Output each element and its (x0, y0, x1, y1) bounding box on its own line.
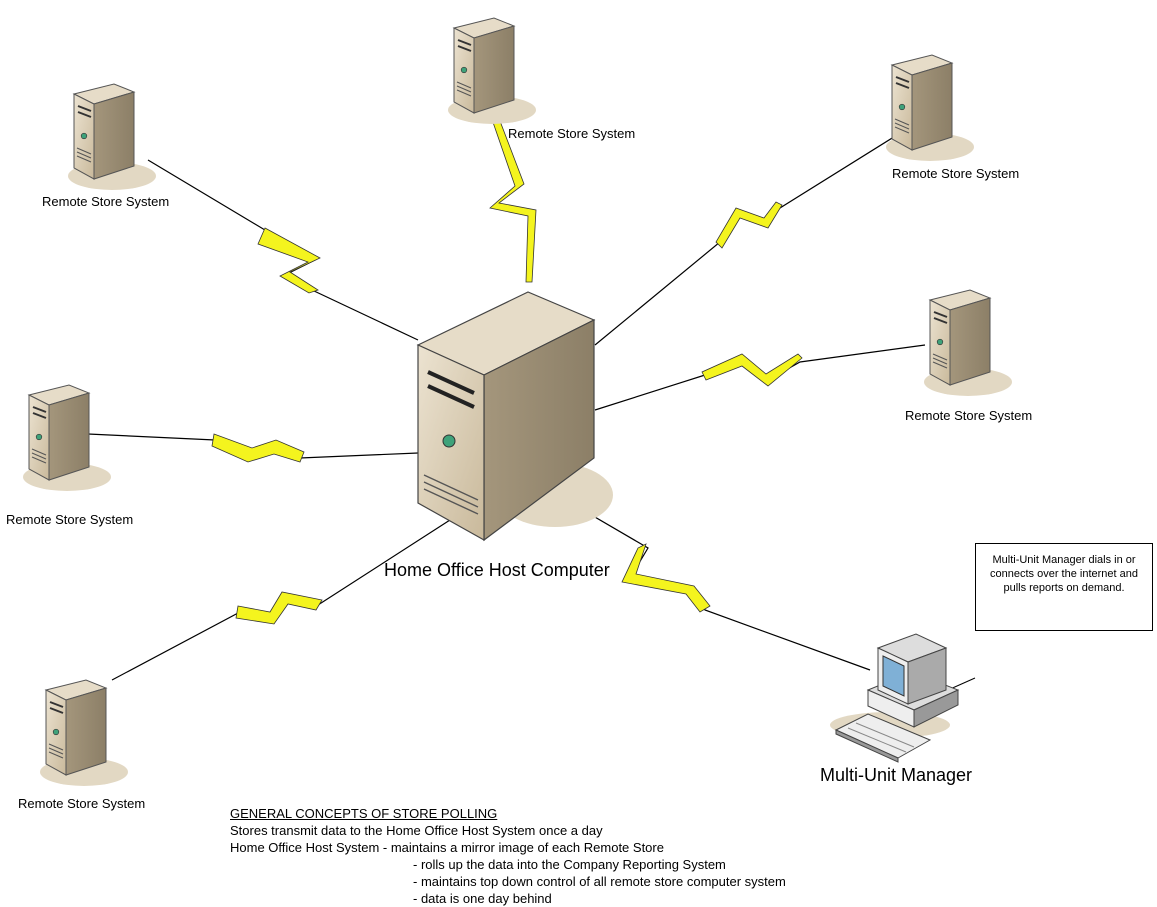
link-top-center (485, 99, 537, 283)
notes-line-3: - rolls up the data into the Company Rep… (413, 857, 726, 872)
remote-store-label-top-center: Remote Store System (508, 126, 636, 141)
server-icon-bottom-left (39, 679, 129, 787)
notes-line-4: - maintains top down control of all remo… (413, 874, 786, 889)
manager-callout: Multi-Unit Manager dials in or connects … (975, 543, 1153, 631)
desktop-computer-icon (830, 633, 960, 763)
server-icon-top-left (67, 83, 157, 191)
notes-line-1: Stores transmit data to the Home Office … (230, 823, 603, 838)
remote-store-label-mid-right: Remote Store System (905, 408, 1033, 423)
server-icon-top-right (885, 54, 975, 162)
server-icon-mid-left (22, 384, 112, 492)
link-bottom-left (111, 519, 451, 681)
callout-line (948, 630, 975, 690)
remote-store-label-bottom-left: Remote Store System (18, 796, 146, 811)
link-top-right (594, 129, 906, 346)
host-server-icon (416, 291, 613, 542)
remote-store-label-top-left: Remote Store System (42, 194, 170, 209)
callout-leader (948, 630, 976, 690)
notes-line-5: - data is one day behind (413, 891, 552, 906)
link-mid-right (594, 344, 926, 411)
polling-notes: GENERAL CONCEPTS OF STORE POLLING Stores… (230, 805, 786, 907)
server-icon-top-center (447, 17, 537, 125)
notes-line-2: Home Office Host System - maintains a mi… (230, 840, 664, 855)
callout-connector-b (948, 630, 975, 690)
link-top-left (147, 159, 419, 341)
link-mid-left (87, 433, 419, 463)
remote-store-label-top-right: Remote Store System (892, 166, 1020, 181)
remote-store-label-mid-left: Remote Store System (6, 512, 134, 527)
link-manager (551, 491, 871, 671)
host-computer-label: Home Office Host Computer (384, 560, 610, 580)
server-icon-mid-right (923, 289, 1013, 397)
manager-label: Multi-Unit Manager (820, 765, 973, 785)
notes-heading: GENERAL CONCEPTS OF STORE POLLING (230, 806, 498, 821)
